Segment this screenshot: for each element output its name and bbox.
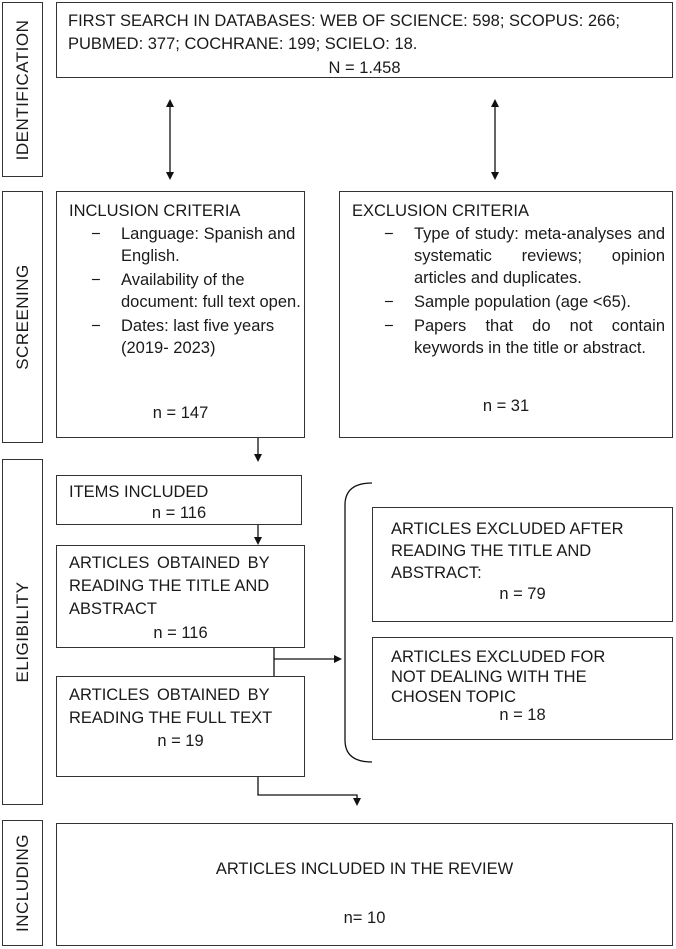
stage-identification: IDENTIFICATION — [2, 2, 43, 177]
title-abstract-line-2: READING THE TITLE AND — [69, 577, 270, 595]
inclusion-criteria-box: INCLUSION CRITERIA −Language: Spanish an… — [56, 191, 305, 438]
stage-screening: SCREENING — [2, 191, 43, 443]
stage-including-label: INCLUDING — [12, 833, 32, 933]
exclusion-item: −Sample population (age <65). — [384, 293, 631, 311]
exclusion-criteria-box: EXCLUSION CRITERIA −Type of study: meta-… — [339, 191, 673, 438]
stage-identification-label: IDENTIFICATION — [12, 19, 32, 160]
excluded-title-line-3: ABSTRACT: — [391, 564, 482, 582]
exclusion-item: −Type of study: meta-analyses and system… — [384, 225, 665, 287]
stage-screening-label: SCREENING — [12, 264, 32, 370]
excluded-topic-line-3: CHOSEN TOPIC — [391, 688, 516, 706]
included-review-title: ARTICLES INCLUDED IN THE REVIEW — [215, 860, 514, 878]
exclusion-title: EXCLUSION CRITERIA — [352, 202, 529, 220]
excluded-title-line-2: READING THE TITLE AND — [391, 542, 592, 560]
excluded-topic-line-1: ARTICLES EXCLUDED FOR — [391, 648, 606, 666]
included-review-box: ARTICLES INCLUDED IN THE REVIEW n= 10 — [56, 823, 673, 946]
excluded-title-count: n = 79 — [499, 585, 546, 603]
inclusion-list: −Language: Spanish and English. −Availab… — [91, 223, 301, 361]
excluded-title-abstract-box: ARTICLES EXCLUDED AFTER READING THE TITL… — [372, 507, 673, 622]
search-line-1: FIRST SEARCH IN DATABASES: WEB OF SCIENC… — [68, 12, 620, 30]
items-included-count: n = 116 — [151, 504, 207, 522]
title-abstract-box: ARTICLES OBTAINED BY READING THE TITLE A… — [56, 545, 305, 648]
inclusion-item: −Availability of the document: full text… — [91, 271, 301, 311]
items-included-box: ITEMS INCLUDED n = 116 — [56, 475, 302, 525]
title-abstract-line-3: ABSTRACT — [69, 600, 158, 618]
exclusion-count: n = 31 — [482, 397, 530, 415]
items-included-title: ITEMS INCLUDED — [69, 483, 209, 501]
arrow-fulltext-to-final — [257, 777, 361, 806]
title-abstract-line-1: ARTICLES OBTAINED BY — [69, 554, 270, 572]
inclusion-item: −Language: Spanish and English. — [91, 225, 296, 265]
excluded-topic-line-2: NOT DEALING WITH THE — [391, 668, 587, 686]
search-total: N = 1.458 — [328, 59, 401, 77]
inclusion-count: n = 147 — [152, 404, 209, 422]
excluded-topic-count: n = 18 — [499, 706, 546, 724]
stage-eligibility: ELIGIBILITY — [2, 459, 43, 805]
included-review-count: n= 10 — [343, 909, 386, 927]
excluded-topic-box: ARTICLES EXCLUDED FOR NOT DEALING WITH T… — [372, 637, 673, 740]
search-line-2: PUBMED: 377; COCHRANE: 199; SCIELO: 18. — [68, 35, 418, 53]
exclusion-list: −Type of study: meta-analyses and system… — [384, 223, 665, 361]
full-text-box: ARTICLES OBTAINED BY READING THE FULL TE… — [56, 676, 305, 777]
stage-eligibility-label: ELIGIBILITY — [12, 581, 32, 683]
search-box: FIRST SEARCH IN DATABASES: WEB OF SCIENC… — [56, 2, 673, 78]
title-abstract-count: n = 116 — [153, 624, 208, 642]
exclusion-item: −Papers that do not contain keywords in … — [384, 317, 665, 357]
excluded-title-line-1: ARTICLES EXCLUDED AFTER — [391, 520, 624, 538]
full-text-count: n = 19 — [157, 732, 204, 750]
inclusion-item: −Dates: last five years (2019- 2023) — [91, 317, 275, 357]
exclusion-bracket — [344, 482, 373, 763]
inclusion-title: INCLUSION CRITERIA — [69, 202, 241, 220]
full-text-line-1: ARTICLES OBTAINED BY — [69, 686, 270, 704]
stage-including: INCLUDING — [2, 820, 43, 946]
full-text-line-2: READING THE FULL TEXT — [69, 709, 273, 727]
